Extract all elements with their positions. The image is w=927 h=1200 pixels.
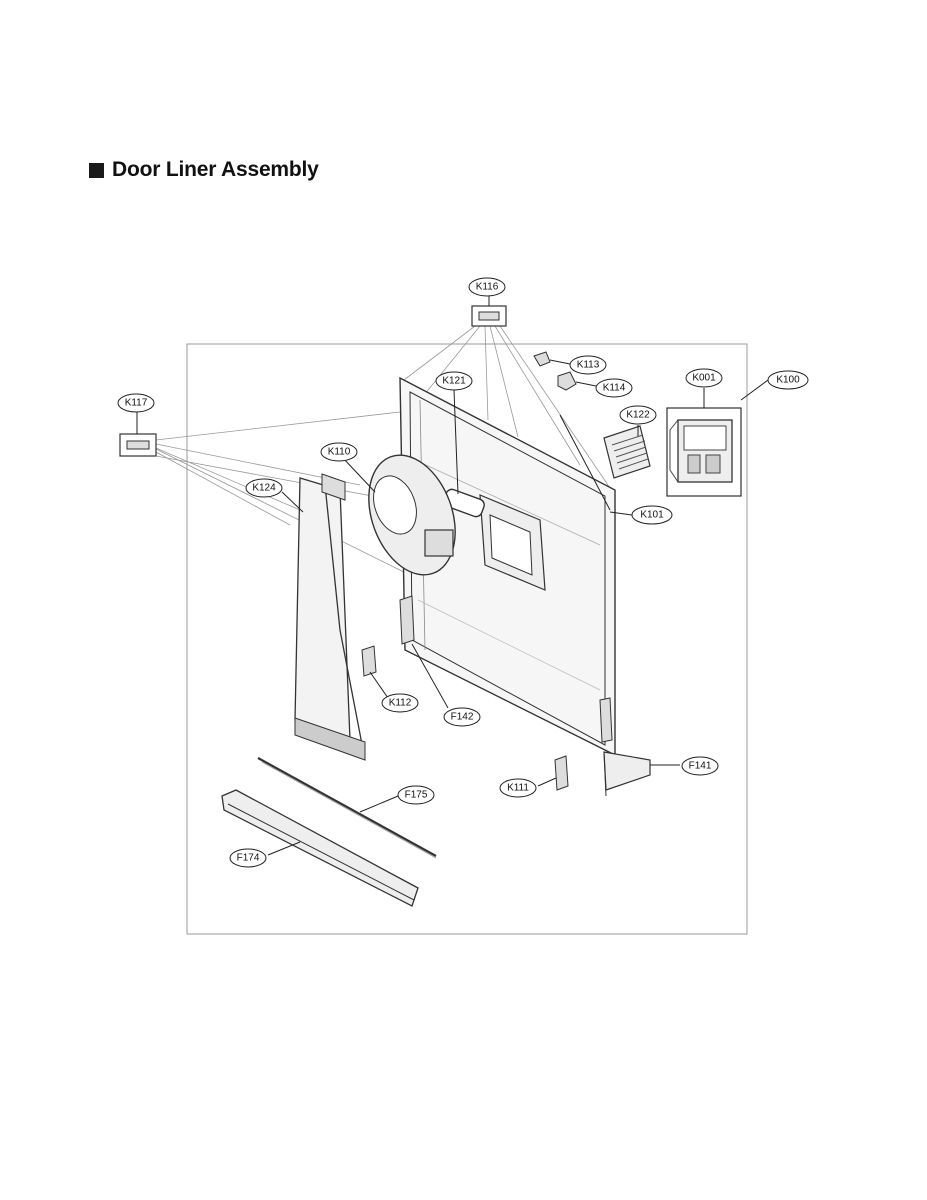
callout-k111: K111 [499, 778, 537, 798]
svg-text:K112: K112 [389, 698, 412, 709]
callout-k121: K121 [435, 371, 473, 391]
svg-text:F141: F141 [689, 761, 712, 772]
svg-text:K121: K121 [442, 376, 466, 387]
title-bullet-icon [89, 162, 104, 178]
callout-f175: F175 [397, 785, 435, 805]
diagram-frame [186, 343, 748, 935]
callout-k112: K112 [381, 693, 419, 713]
k116-clip [471, 296, 507, 327]
svg-text:K114: K114 [603, 383, 626, 394]
svg-text:F142: F142 [451, 712, 474, 723]
svg-text:K113: K113 [577, 360, 600, 371]
callout-k124: K124 [245, 478, 283, 498]
svg-text:K122: K122 [626, 410, 650, 421]
svg-text:K117: K117 [125, 398, 148, 409]
callout-f174: F174 [229, 848, 267, 868]
svg-text:K110: K110 [328, 447, 351, 458]
k111-bracket [537, 755, 569, 791]
callout-k101: K101 [631, 505, 673, 525]
callout-f142: F142 [443, 707, 481, 727]
k113-part [533, 351, 571, 367]
callout-k122: K122 [619, 405, 657, 425]
f141-hinge [603, 751, 680, 797]
k112-bracket [361, 645, 389, 699]
svg-text:F174: F174 [237, 853, 260, 864]
f174-rail [221, 789, 419, 907]
f142-leader [411, 643, 449, 709]
svg-text:K124: K124 [252, 483, 276, 494]
title-text: Door Liner Assembly [112, 158, 319, 181]
callout-k116: K116 [468, 277, 506, 297]
callout-k110: K110 [320, 442, 358, 462]
svg-text:K001: K001 [692, 373, 716, 384]
callout-k001: K001 [685, 368, 723, 388]
svg-text:K101: K101 [640, 510, 664, 521]
k110-disc-assembly [342, 454, 456, 576]
svg-text:K116: K116 [476, 282, 499, 293]
k124-side-panel [281, 473, 366, 761]
callout-k117: K117 [117, 393, 155, 413]
callout-k100: K100 [767, 370, 809, 390]
svg-text:K100: K100 [776, 375, 800, 386]
page-title: Door Liner Assembly [89, 156, 319, 184]
k122-vent [603, 425, 651, 479]
k101-door-liner [399, 376, 616, 757]
f175-rod [257, 757, 437, 859]
callout-k113: K113 [569, 355, 607, 375]
k001-controller [666, 379, 769, 497]
k116-leader-lines [403, 325, 611, 489]
k114-part [557, 371, 597, 391]
k117-clip [119, 412, 157, 457]
k101-leader [609, 511, 633, 516]
callout-k114: K114 [595, 378, 633, 398]
callout-f141: F141 [681, 756, 719, 776]
svg-text:K111: K111 [507, 783, 529, 794]
svg-text:F175: F175 [405, 790, 428, 801]
